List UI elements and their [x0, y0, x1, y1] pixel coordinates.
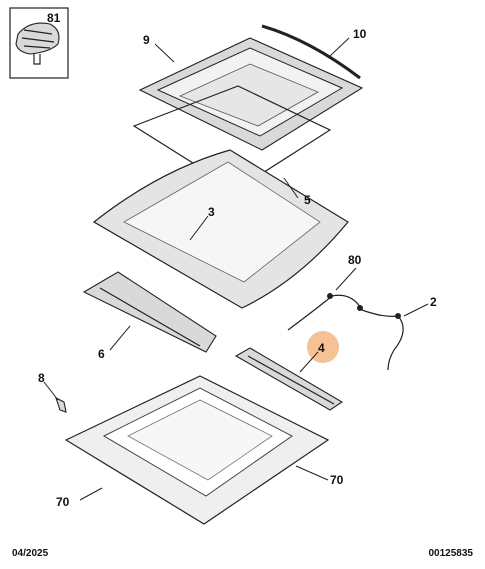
callout-10: 10: [353, 27, 367, 41]
part-10-seal-strip: [261, 24, 361, 80]
callout-80: 80: [348, 253, 362, 267]
callout-labels: 81 9 10 5 3 80 2 6 4 8 70 70: [38, 11, 437, 509]
part-2-drain-hose: [287, 293, 404, 371]
callout-6: 6: [98, 347, 105, 361]
callout-3: 3: [208, 205, 215, 219]
callout-70-left: 70: [56, 495, 70, 509]
inset-part-81: [9, 7, 69, 79]
leader-lines: [43, 37, 429, 501]
callout-4: 4: [318, 341, 325, 355]
roof-frame-assembly: [64, 375, 330, 525]
part-4-sunshade: [234, 347, 344, 411]
footer-reference: 00125835: [428, 548, 474, 559]
callout-70-right: 70: [330, 473, 344, 487]
callout-81: 81: [47, 11, 61, 25]
callout-5: 5: [304, 193, 311, 207]
callout-2: 2: [430, 295, 437, 309]
callout-9: 9: [143, 33, 150, 47]
callout-8: 8: [38, 371, 45, 385]
part-8-clip: [55, 396, 67, 413]
footer-date: 04/2025: [12, 548, 49, 559]
part-6-frame: [82, 271, 217, 353]
